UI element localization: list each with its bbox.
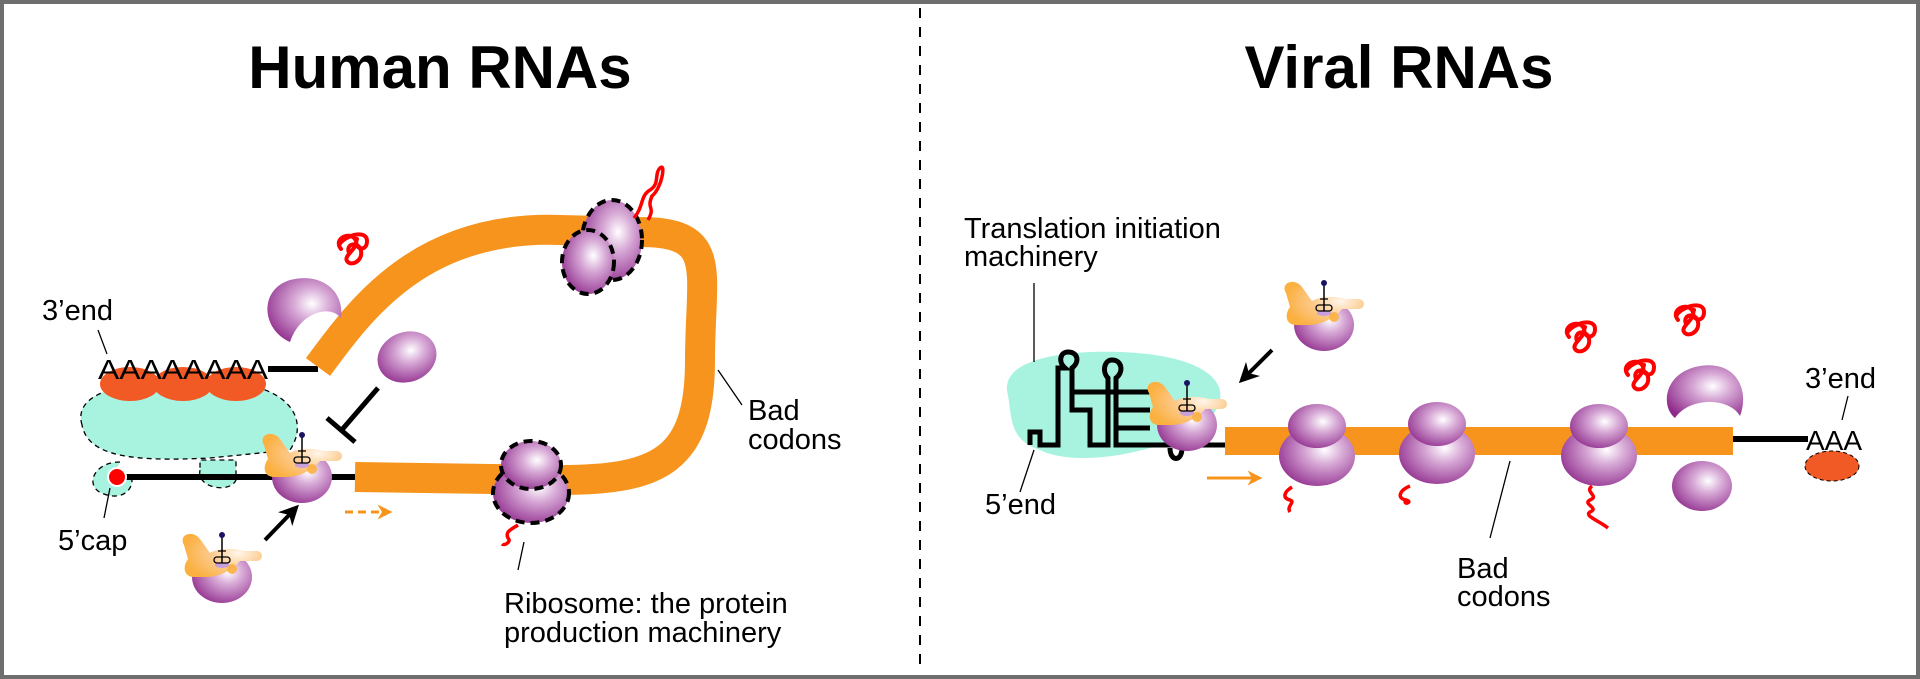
viral-nascent-peptide-3 xyxy=(1586,484,1610,530)
stalled-ribosome-bottom xyxy=(491,439,571,525)
human-bad-codons-label-1: Bad xyxy=(748,395,800,427)
viral-panel: Viral RNAs AAA xyxy=(964,34,1876,613)
viral-bad-codons-label-2: codons xyxy=(1457,581,1551,613)
human-bad-codons-label-2: codons xyxy=(748,424,842,456)
viral-large-subunit-released xyxy=(1666,365,1744,418)
five-end-leader xyxy=(1019,449,1035,493)
large-subunit-detached xyxy=(267,278,342,342)
viral-ribosome-2 xyxy=(1399,402,1475,484)
inhibition-line xyxy=(338,386,380,434)
viral-bad-codons-leader xyxy=(1489,460,1511,539)
human-poly-a-tail: AAAAAAAA xyxy=(98,354,268,385)
misfolded-protein-viral-1 xyxy=(1564,320,1597,354)
viral-3end-leader xyxy=(1841,395,1849,421)
viral-initiation-complex-incoming xyxy=(1283,279,1365,352)
initiation-machinery-label-2: machinery xyxy=(964,241,1098,273)
inhibition-bar xyxy=(325,416,357,444)
ribosome-leader xyxy=(517,541,525,571)
nascent-peptide-top xyxy=(632,165,665,221)
viral-bad-codons-label-1: Bad xyxy=(1457,553,1509,585)
stalled-ribosome-top xyxy=(560,198,644,296)
human-panel: Human RNAs AAAAAAAA xyxy=(42,34,842,649)
viral-poly-a-tail: AAA xyxy=(1806,425,1862,456)
viral-pabp xyxy=(1804,450,1860,482)
misfolded-protein-viral-3 xyxy=(1673,303,1706,337)
recruitment-arrow xyxy=(263,504,299,542)
initiation-factor-lobe xyxy=(199,459,237,489)
viral-3end-label: 3’end xyxy=(1805,363,1876,395)
viral-small-subunit-released xyxy=(1672,461,1732,511)
initiation-complex-bound xyxy=(261,431,343,504)
viral-ribosome-1 xyxy=(1279,404,1355,486)
misfolded-protein-human xyxy=(336,232,369,266)
human-coding-region-loop xyxy=(305,214,718,496)
ribosome-label-1: Ribosome: the protein xyxy=(504,588,788,620)
ires-structure xyxy=(1027,349,1185,461)
five-end-label: 5’end xyxy=(985,489,1056,521)
viral-ribosome-3 xyxy=(1561,404,1637,486)
viral-nascent-peptide-1 xyxy=(1283,485,1294,513)
viral-panel-title: Viral RNAs xyxy=(1244,34,1553,101)
viral-nascent-peptide-2 xyxy=(1398,484,1411,505)
pabp-1 xyxy=(100,367,160,401)
human-3end-label: 3’end xyxy=(42,295,113,327)
five-cap-label: 5’cap xyxy=(58,525,127,557)
nascent-peptide-bottom xyxy=(500,523,519,547)
viral-recruitment-arrow xyxy=(1238,348,1274,384)
ribosome-label-2: production machinery xyxy=(504,617,782,649)
pabp-2 xyxy=(153,367,213,401)
human-bad-codons-leader xyxy=(717,369,743,406)
human-panel-title: Human RNAs xyxy=(248,34,631,101)
small-subunit-detached xyxy=(377,331,437,383)
initiation-machinery-label-1: Translation initiation xyxy=(964,213,1221,245)
five-cap-leader xyxy=(103,487,111,519)
pabp-3 xyxy=(206,367,266,401)
human-3end-leader xyxy=(97,329,108,355)
initiation-complex-incoming xyxy=(181,531,263,604)
five-prime-cap xyxy=(107,467,127,487)
misfolded-protein-viral-2 xyxy=(1623,358,1656,392)
